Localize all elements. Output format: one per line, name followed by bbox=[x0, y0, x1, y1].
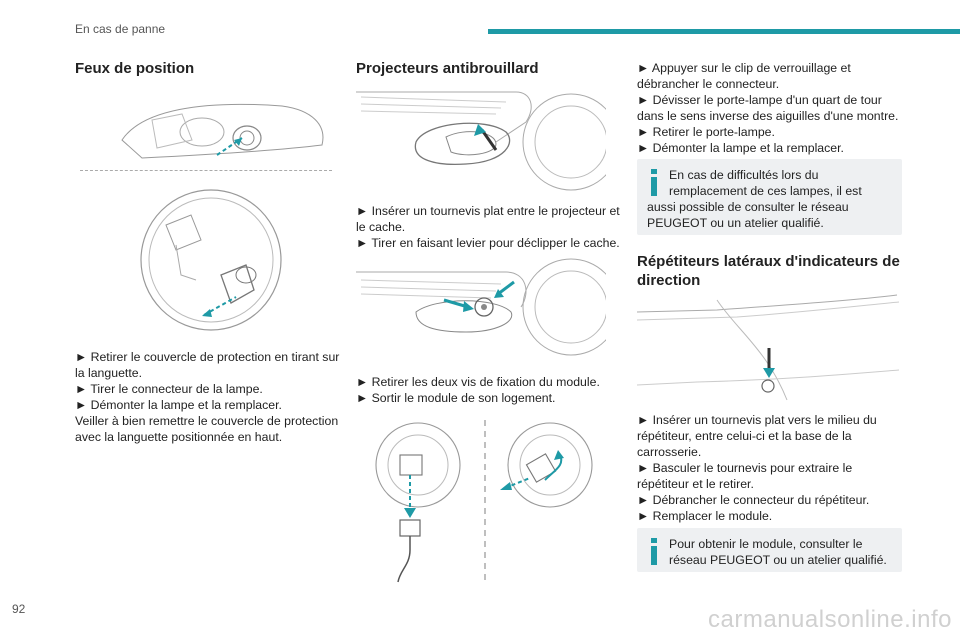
col3-step-8: ► Remplacer le module. bbox=[637, 509, 773, 523]
col2-step-1: ► Insérer un tournevis plat entre le pro… bbox=[356, 204, 620, 234]
info-box-difficulties: En cas de difficultés lors du remplaceme… bbox=[637, 159, 902, 235]
section-title: En cas de panne bbox=[75, 22, 166, 36]
info-icon bbox=[647, 167, 661, 197]
col1-step-3: ► Démonter la lampe et la remplacer. bbox=[75, 398, 282, 412]
col2-step-4: ► Sortir le module de son logement. bbox=[356, 391, 556, 405]
foglamp-module-illustration bbox=[370, 410, 610, 585]
col3-step-2: ► Dévisser le porte-lampe d'un quart de … bbox=[637, 93, 899, 123]
col3-step-7: ► Débrancher le connecteur du répétiteur… bbox=[637, 493, 870, 507]
header-accent-bar bbox=[488, 29, 960, 34]
col3-step-6: ► Basculer le tournevis pour extraire le… bbox=[637, 461, 853, 491]
col1-step-2: ► Tirer le connecteur de la lampe. bbox=[75, 382, 263, 396]
heading-antibrouillard: Projecteurs antibrouillard bbox=[356, 60, 539, 77]
info-text-module: Pour obtenir le module, consulter le rés… bbox=[669, 537, 887, 567]
foglamp-screws-illustration bbox=[356, 252, 606, 362]
watermark: carmanualsonline.info bbox=[708, 606, 952, 633]
col3-step-5: ► Insérer un tournevis plat vers le mili… bbox=[637, 413, 877, 459]
divider-dashed bbox=[80, 170, 332, 171]
heading-repetiteurs: Répétiteurs latéraux d'indicateurs de di… bbox=[637, 253, 900, 289]
col3-step-3: ► Retirer le porte-lampe. bbox=[637, 125, 775, 139]
col1-steps: ► Retirer le couvercle de protection en … bbox=[75, 349, 340, 445]
info-icon bbox=[647, 536, 661, 566]
headlamp-illustration bbox=[82, 100, 332, 170]
col1-step-1: ► Retirer le couvercle de protection en … bbox=[75, 350, 340, 380]
col3-steps-b: ► Insérer un tournevis plat vers le mili… bbox=[637, 412, 902, 524]
side-repeater-illustration bbox=[637, 290, 902, 405]
page-number: 92 bbox=[12, 602, 26, 616]
col2-steps-a: ► Insérer un tournevis plat entre le pro… bbox=[356, 203, 621, 251]
col3-step-1: ► Appuyer sur le clip de verrouillage et… bbox=[637, 61, 851, 91]
heading-feux-position: Feux de position bbox=[75, 60, 195, 77]
info-text-difficulties: En cas de difficultés lors du remplaceme… bbox=[647, 168, 862, 230]
info-box-module: Pour obtenir le module, consulter le rés… bbox=[637, 528, 902, 572]
lamp-cover-illustration bbox=[136, 185, 286, 335]
col1-note: Veiller à bien remettre le couvercle de … bbox=[75, 414, 339, 444]
col3-step-4: ► Démonter la lampe et la remplacer. bbox=[637, 141, 844, 155]
col2-step-3: ► Retirer les deux vis de fixation du mo… bbox=[356, 375, 600, 389]
foglamp-cache-illustration bbox=[356, 82, 606, 197]
col2-step-2: ► Tirer en faisant levier pour déclipper… bbox=[356, 236, 620, 250]
col2-steps-b: ► Retirer les deux vis de fixation du mo… bbox=[356, 374, 621, 406]
col3-steps-a: ► Appuyer sur le clip de verrouillage et… bbox=[637, 60, 902, 156]
